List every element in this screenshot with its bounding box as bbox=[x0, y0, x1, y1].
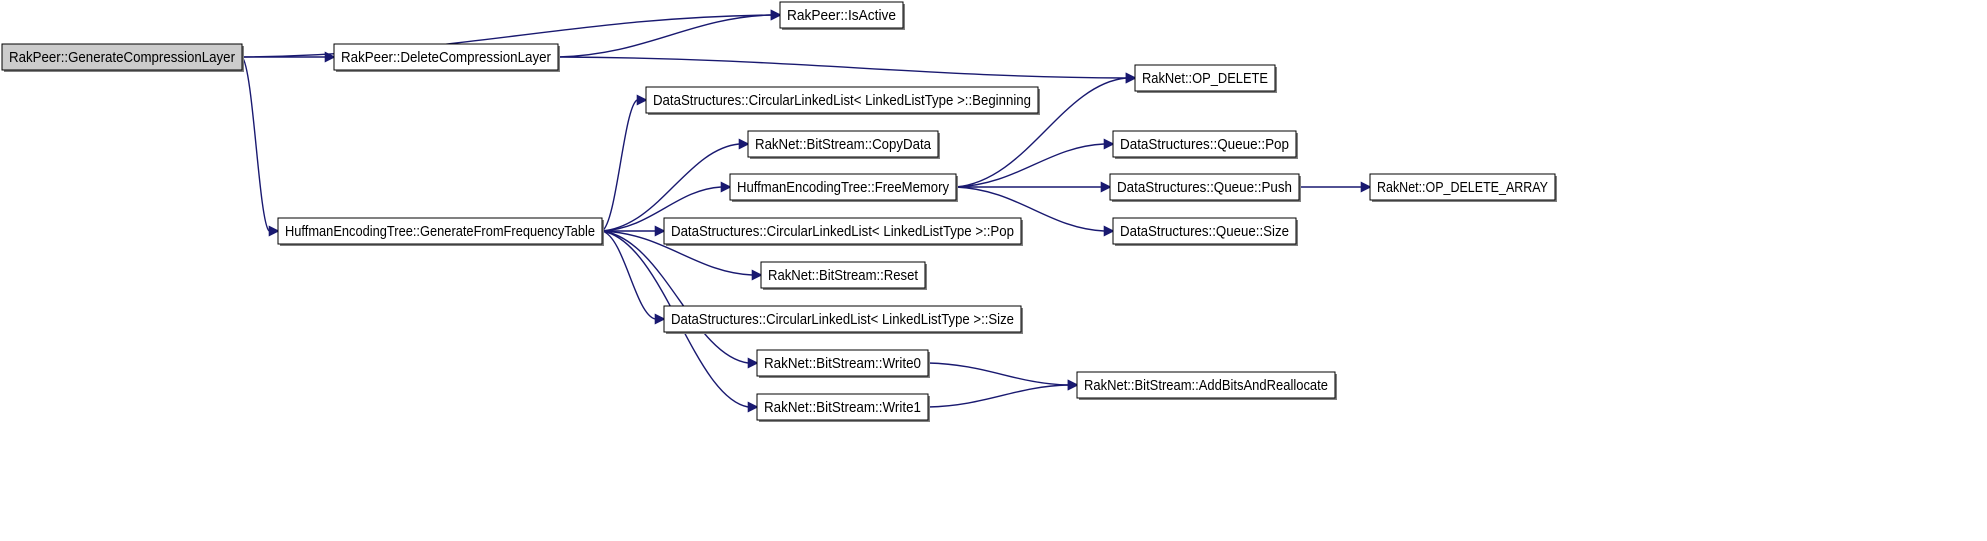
node-rect-op_delete[interactable] bbox=[1134, 64, 1276, 92]
node-cll_pop[interactable]: DataStructures::CircularLinkedList< Link… bbox=[663, 217, 1023, 246]
node-label-delete_compression_layer: RakPeer::DeleteCompressionLayer bbox=[341, 49, 551, 66]
node-label-generate_from_frequency_table: HuffmanEncodingTree::GenerateFromFrequen… bbox=[285, 223, 595, 240]
node-rect-copy_data[interactable] bbox=[747, 130, 939, 158]
node-rect-generate_from_frequency_table[interactable] bbox=[277, 217, 603, 245]
node-rect-cll_pop[interactable] bbox=[663, 217, 1022, 245]
node-cll_beginning[interactable]: DataStructures::CircularLinkedList< Link… bbox=[645, 86, 1040, 115]
node-label-write1: RakNet::BitStream::Write1 bbox=[764, 399, 921, 416]
node-label-add_bits_and_reallocate: RakNet::BitStream::AddBitsAndReallocate bbox=[1084, 377, 1328, 394]
node-rect-write1[interactable] bbox=[756, 393, 929, 421]
node-op_delete_array[interactable]: RakNet::OP_DELETE_ARRAY bbox=[1369, 173, 1557, 202]
node-free_memory[interactable]: HuffmanEncodingTree::FreeMemory bbox=[729, 173, 958, 202]
node-write0[interactable]: RakNet::BitStream::Write0 bbox=[756, 349, 930, 378]
node-label-bitstream_reset: RakNet::BitStream::Reset bbox=[768, 267, 919, 284]
edge-generate_from_frequency_table-to-bitstream_reset bbox=[601, 230, 753, 276]
arrowhead-generate_from_frequency_table-to-cll_pop bbox=[654, 225, 666, 237]
node-label-copy_data: RakNet::BitStream::CopyData bbox=[755, 136, 932, 153]
edge-generate_compression_layer-to-generate_from_frequency_table bbox=[241, 56, 270, 232]
arrowhead-free_memory-to-queue_pop bbox=[1103, 138, 1115, 150]
node-label-free_memory: HuffmanEncodingTree::FreeMemory bbox=[737, 179, 949, 196]
edge-free_memory-to-op_delete bbox=[955, 77, 1127, 188]
node-is_active[interactable]: RakPeer::IsActive bbox=[779, 1, 905, 30]
node-label-cll_pop: DataStructures::CircularLinkedList< Link… bbox=[671, 223, 1014, 240]
arrowhead-generate_compression_layer-to-delete_compression_layer bbox=[324, 51, 336, 63]
node-layer: RakPeer::GenerateCompressionLayer RakPeer… bbox=[1, 1, 1557, 422]
node-label-op_delete: RakNet::OP_DELETE bbox=[1142, 70, 1268, 87]
node-label-cll_size: DataStructures::CircularLinkedList< Link… bbox=[671, 311, 1014, 328]
node-label-queue_pop: DataStructures::Queue::Pop bbox=[1120, 136, 1289, 153]
edge-write0-to-add_bits_and_reallocate bbox=[927, 362, 1069, 386]
arrowhead-free_memory-to-queue_push bbox=[1100, 181, 1112, 193]
edge-free_memory-to-queue_size bbox=[955, 186, 1105, 232]
node-rect-delete_compression_layer[interactable] bbox=[333, 43, 559, 71]
node-rect-cll_beginning[interactable] bbox=[645, 86, 1039, 114]
arrowhead-queue_push-to-op_delete_array bbox=[1360, 181, 1372, 193]
node-op_delete[interactable]: RakNet::OP_DELETE bbox=[1134, 64, 1277, 93]
node-rect-queue_push[interactable] bbox=[1109, 173, 1300, 201]
arrowhead-generate_from_frequency_table-to-free_memory bbox=[720, 181, 732, 193]
node-rect-generate_compression_layer[interactable] bbox=[1, 43, 243, 71]
node-write1[interactable]: RakNet::BitStream::Write1 bbox=[756, 393, 930, 422]
arrowhead-generate_from_frequency_table-to-bitstream_reset bbox=[751, 269, 763, 281]
edge-generate_from_frequency_table-to-copy_data bbox=[601, 143, 740, 232]
node-queue_push[interactable]: DataStructures::Queue::Push bbox=[1109, 173, 1301, 202]
node-label-queue_push: DataStructures::Queue::Push bbox=[1117, 179, 1292, 196]
arrowhead-generate_from_frequency_table-to-write0 bbox=[747, 357, 759, 369]
edge-generate_from_frequency_table-to-free_memory bbox=[601, 186, 722, 232]
arrowhead-generate_from_frequency_table-to-cll_beginning bbox=[636, 94, 648, 106]
node-label-is_active: RakPeer::IsActive bbox=[787, 7, 896, 24]
node-label-queue_size: DataStructures::Queue::Size bbox=[1120, 223, 1289, 240]
node-rect-free_memory[interactable] bbox=[729, 173, 957, 201]
edge-generate_from_frequency_table-to-cll_beginning bbox=[601, 99, 638, 232]
node-rect-write0[interactable] bbox=[756, 349, 929, 377]
node-generate_compression_layer[interactable]: RakPeer::GenerateCompressionLayer bbox=[1, 43, 244, 72]
node-label-cll_beginning: DataStructures::CircularLinkedList< Link… bbox=[653, 92, 1031, 109]
edge-generate_from_frequency_table-to-write0 bbox=[601, 230, 749, 364]
arrowhead-free_memory-to-queue_size bbox=[1103, 225, 1115, 237]
node-delete_compression_layer[interactable]: RakPeer::DeleteCompressionLayer bbox=[333, 43, 560, 72]
arrowhead-write1-to-add_bits_and_reallocate bbox=[1067, 379, 1079, 391]
node-rect-queue_size[interactable] bbox=[1112, 217, 1297, 245]
node-queue_pop[interactable]: DataStructures::Queue::Pop bbox=[1112, 130, 1298, 159]
node-bitstream_reset[interactable]: RakNet::BitStream::Reset bbox=[760, 261, 927, 290]
node-copy_data[interactable]: RakNet::BitStream::CopyData bbox=[747, 130, 940, 159]
arrowhead-delete_compression_layer-to-is_active bbox=[770, 9, 782, 21]
edge-layer bbox=[241, 9, 1372, 413]
arrowhead-generate_from_frequency_table-to-copy_data bbox=[738, 138, 750, 150]
node-queue_size[interactable]: DataStructures::Queue::Size bbox=[1112, 217, 1298, 246]
node-rect-bitstream_reset[interactable] bbox=[760, 261, 926, 289]
node-rect-op_delete_array[interactable] bbox=[1369, 173, 1556, 201]
node-rect-cll_size[interactable] bbox=[663, 305, 1022, 333]
edge-delete_compression_layer-to-is_active bbox=[557, 14, 772, 58]
arrowhead-generate_compression_layer-to-generate_from_frequency_table bbox=[268, 225, 280, 237]
node-rect-is_active[interactable] bbox=[779, 1, 904, 29]
node-cll_size[interactable]: DataStructures::CircularLinkedList< Link… bbox=[663, 305, 1023, 334]
edge-generate_from_frequency_table-to-cll_size bbox=[601, 230, 656, 320]
edge-write1-to-add_bits_and_reallocate bbox=[927, 384, 1069, 408]
edge-delete_compression_layer-to-op_delete bbox=[557, 56, 1127, 79]
node-label-write0: RakNet::BitStream::Write0 bbox=[764, 355, 921, 372]
node-add_bits_and_reallocate[interactable]: RakNet::BitStream::AddBitsAndReallocate bbox=[1076, 371, 1337, 400]
node-label-op_delete_array: RakNet::OP_DELETE_ARRAY bbox=[1377, 179, 1548, 196]
arrowhead-generate_from_frequency_table-to-write1 bbox=[747, 401, 759, 413]
arrowhead-free_memory-to-op_delete bbox=[1125, 72, 1137, 84]
node-rect-add_bits_and_reallocate[interactable] bbox=[1076, 371, 1336, 399]
node-rect-queue_pop[interactable] bbox=[1112, 130, 1297, 158]
edge-free_memory-to-queue_pop bbox=[955, 143, 1105, 188]
node-label-generate_compression_layer: RakPeer::GenerateCompressionLayer bbox=[9, 49, 235, 66]
node-generate_from_frequency_table[interactable]: HuffmanEncodingTree::GenerateFromFrequen… bbox=[277, 217, 604, 246]
arrowhead-generate_from_frequency_table-to-cll_size bbox=[654, 313, 666, 325]
